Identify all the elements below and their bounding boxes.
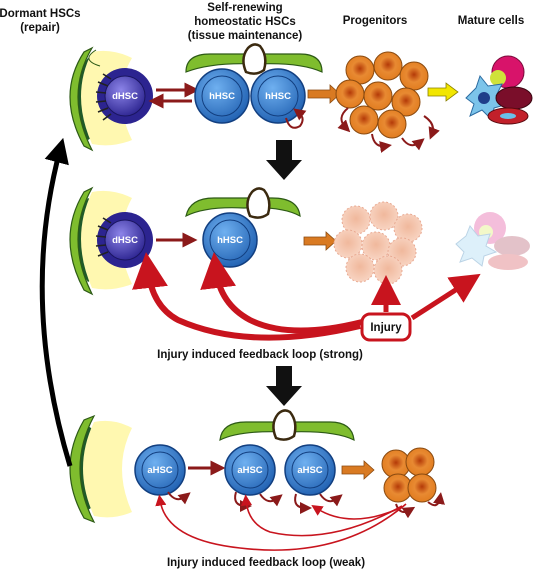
header-mature-cells: Mature cells bbox=[458, 15, 524, 27]
ahsc-cell-row3-b: aHSC bbox=[224, 444, 276, 496]
ahsc-cell-row3-a: aHSC bbox=[134, 444, 186, 496]
receptor-spikes-row2 bbox=[95, 217, 112, 257]
ahsc-label-row3-c: aHSC bbox=[297, 465, 322, 476]
progenitor-curls-row1 bbox=[337, 107, 440, 153]
mature-cells-row2-depleted bbox=[455, 212, 530, 270]
homeostatic-niche-row3 bbox=[219, 409, 355, 442]
header-selfrenew-line2: homeostatic HSCs bbox=[194, 16, 296, 28]
header-progenitors: Progenitors bbox=[343, 15, 408, 27]
strong-feedback-arrows bbox=[132, 252, 481, 341]
arrow-to-progenitors-row1 bbox=[307, 84, 341, 104]
hhsc-cell-row1-b: hHSC bbox=[250, 68, 306, 124]
transition-arrow-2 bbox=[266, 366, 302, 406]
ahsc-label-row3-a: aHSC bbox=[147, 465, 172, 476]
hhsc-cell-row2: hHSC bbox=[202, 212, 258, 268]
header-dormant-line2: (repair) bbox=[20, 22, 60, 34]
injury-label: Injury bbox=[370, 322, 402, 334]
homeostatic-niche-row1 bbox=[185, 43, 323, 75]
progenitor-cluster-row1 bbox=[335, 51, 429, 139]
arrow-to-progenitors-row3 bbox=[341, 460, 375, 480]
receptor-spikes-row1 bbox=[95, 73, 112, 121]
weak-feedback-arrows bbox=[155, 494, 407, 551]
header-selfrenew-line3: (tissue maintenance) bbox=[188, 30, 303, 42]
progenitor-cluster-row3 bbox=[381, 447, 437, 503]
dhsc-cell-row1: dHSC bbox=[97, 68, 153, 124]
homeostatic-niche-row2 bbox=[185, 187, 301, 219]
exchange-arrows-row1 bbox=[148, 82, 200, 109]
dhsc-label-row1: dHSC bbox=[112, 91, 138, 102]
return-to-dormancy-arrow bbox=[39, 137, 73, 467]
injury-box: Injury bbox=[360, 312, 412, 342]
hhsc-label-row1-a: hHSC bbox=[209, 91, 235, 102]
header-dormant-line1: Dormant HSCs bbox=[0, 8, 81, 20]
ahsc-label-row3-b: aHSC bbox=[237, 465, 262, 476]
hhsc-cell-row1-a: hHSC bbox=[194, 68, 250, 124]
selfrenew-curl-row3-a bbox=[167, 491, 191, 505]
progenitor-cluster-row2-depleted bbox=[333, 201, 423, 285]
loop-weak-label: Injury induced feedback loop (weak) bbox=[167, 557, 365, 569]
loop-strong-label: Injury induced feedback loop (strong) bbox=[157, 349, 363, 361]
hhsc-label-row2: hHSC bbox=[217, 235, 243, 246]
empty-dormant-niche-row3 bbox=[69, 414, 132, 524]
transition-arrow-1 bbox=[266, 140, 302, 180]
header-selfrenew-line1: Self-renewing bbox=[207, 2, 282, 14]
arrow-to-mature-row1 bbox=[427, 82, 459, 102]
selfrenew-curl-row1 bbox=[285, 108, 307, 129]
hhsc-label-row1-b: hHSC bbox=[265, 91, 291, 102]
progenitor-curls-row3 bbox=[395, 492, 445, 519]
arrow-to-progenitors-row2 bbox=[303, 231, 337, 251]
dhsc-label-row2: dHSC bbox=[112, 235, 138, 246]
ahsc-cell-row3-c: aHSC bbox=[284, 444, 336, 496]
mature-cells-row1 bbox=[465, 55, 533, 125]
